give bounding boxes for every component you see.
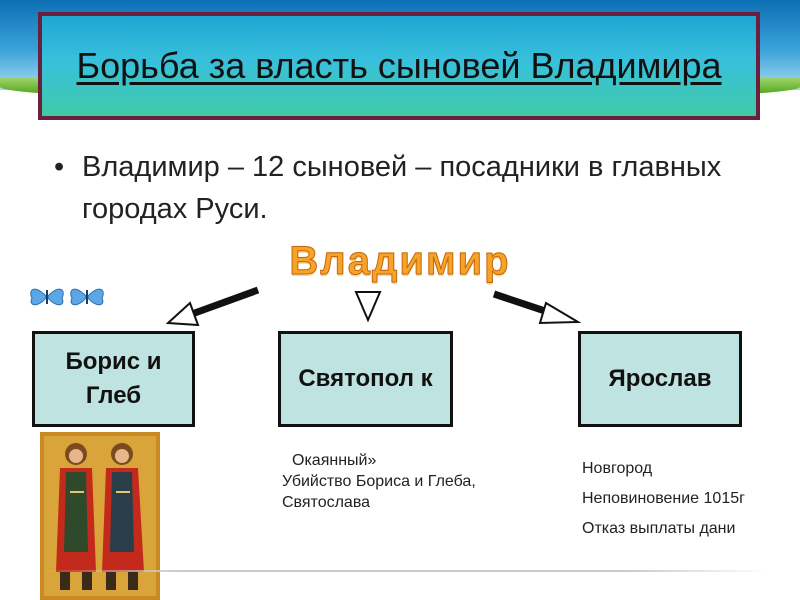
note-line: Убийство Бориса и Глеба, — [282, 471, 562, 492]
node-label: Святопол к — [291, 362, 441, 396]
node-svyatopolk: Святопол к — [278, 331, 453, 427]
node-label: Борис и Глеб — [59, 345, 169, 413]
butterflies-icon — [26, 280, 110, 312]
note-line: Новгород — [582, 454, 792, 484]
arrow-to-boris — [168, 290, 258, 325]
node-yaroslav: Ярослав — [578, 331, 742, 427]
note-svyatopolk: Окаянный» Убийство Бориса и Глеба, Свято… — [282, 450, 562, 513]
divider-line — [40, 570, 770, 572]
note-line: Неповиновение 1015г — [582, 484, 792, 514]
note-line: Окаянный» — [282, 450, 562, 471]
arrow-to-svyatopolk — [356, 292, 380, 320]
node-label: Ярослав — [609, 362, 712, 396]
boris-and-gleb-icon — [40, 432, 160, 600]
note-line: Святослава — [282, 492, 562, 513]
note-yaroslav: Новгород Неповиновение 1015г Отказ выпла… — [582, 454, 792, 544]
note-line: Отказ выплаты дани — [582, 514, 792, 544]
node-boris-gleb: Борис и Глеб — [32, 331, 195, 427]
arrow-to-yaroslav — [494, 294, 578, 323]
